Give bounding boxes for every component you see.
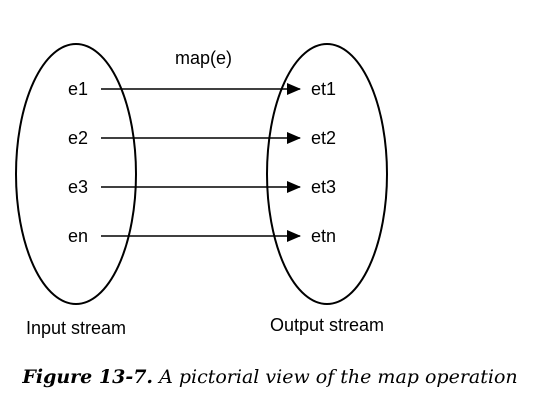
input-stream-ellipse bbox=[15, 43, 137, 305]
output-element-4: etn bbox=[311, 226, 336, 246]
figure-caption: Figure 13-7. A pictorial view of the map… bbox=[0, 366, 540, 388]
figure-number: Figure 13-7. bbox=[22, 366, 154, 388]
figure-caption-text: A pictorial view of the map operation bbox=[159, 366, 518, 388]
input-element-4: en bbox=[68, 226, 88, 246]
input-element-3: e3 bbox=[68, 177, 88, 197]
input-element-2: e2 bbox=[68, 128, 88, 148]
output-element-3: et3 bbox=[311, 177, 336, 197]
output-stream-ellipse bbox=[266, 43, 388, 305]
output-stream-label: Output stream bbox=[270, 315, 384, 335]
input-element-1: e1 bbox=[68, 79, 88, 99]
mapping-rows: e1 et1 e2 et2 e3 et3 en etn bbox=[68, 79, 336, 246]
output-element-1: et1 bbox=[311, 79, 336, 99]
map-function-label: map(e) bbox=[175, 48, 232, 68]
input-stream-label: Input stream bbox=[26, 318, 126, 338]
output-element-2: et2 bbox=[311, 128, 336, 148]
